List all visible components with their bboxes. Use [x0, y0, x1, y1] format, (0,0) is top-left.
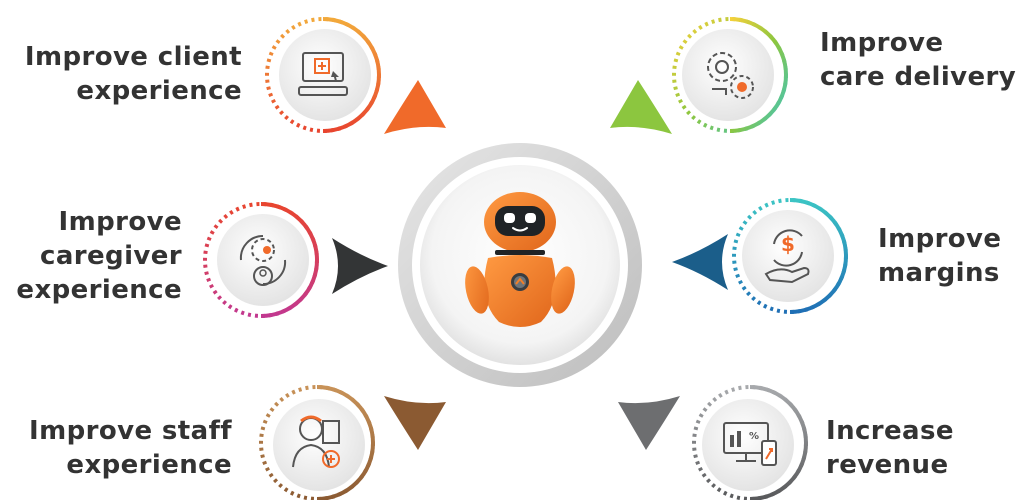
node-client: [263, 15, 383, 135]
label-care-line-2: care delivery: [820, 62, 1017, 92]
label-margins-line-2: margins: [878, 258, 1000, 288]
arrow-care: [610, 80, 672, 134]
arrow-caregiver: [332, 238, 388, 294]
label-staff-line-2: experience: [66, 450, 232, 480]
node-staff: [257, 383, 377, 500]
label-caregiver: Improve caregiver experience: [16, 205, 182, 307]
node-margins: $: [730, 196, 850, 316]
label-margins-line-1: Improve: [878, 224, 1002, 254]
label-staff-line-1: Improve staff: [29, 416, 232, 446]
arrow-margins: [672, 234, 728, 290]
node-caregiver: [201, 200, 321, 320]
label-caregiver-line-3: experience: [16, 275, 182, 305]
label-caregiver-line-2: caregiver: [40, 241, 182, 271]
dollar-hand-icon: $: [732, 198, 849, 314]
label-care-line-1: Improve: [820, 28, 944, 58]
svg-text:%: %: [749, 431, 759, 442]
label-staff: Improve staff experience: [29, 414, 232, 482]
label-client: Improve client experience: [25, 40, 242, 108]
label-revenue-line-2: revenue: [826, 450, 949, 480]
label-client-line-2: experience: [76, 76, 242, 106]
revenue-devices-icon: %: [692, 385, 809, 500]
node-revenue: %: [690, 383, 810, 500]
arrow-staff: [384, 396, 446, 450]
label-care: Improve care delivery: [820, 26, 1016, 94]
node-care: [670, 15, 790, 135]
label-client-line-1: Improve client: [24, 42, 242, 72]
label-revenue-line-1: Increase: [826, 416, 954, 446]
center-hub: [395, 140, 645, 390]
label-revenue: Increase revenue: [826, 414, 954, 482]
label-margins: Improve margins: [878, 222, 1001, 290]
robot-icon: [398, 143, 642, 387]
staff-document-icon: [259, 385, 376, 500]
computer-add-icon: [265, 17, 382, 133]
arrow-revenue: [618, 396, 680, 450]
label-caregiver-line-1: Improve: [58, 207, 182, 237]
gears-process-icon: [672, 17, 789, 133]
arrow-client: [384, 80, 446, 134]
caregiver-cycle-icon: [203, 202, 320, 318]
svg-text:$: $: [781, 232, 795, 256]
